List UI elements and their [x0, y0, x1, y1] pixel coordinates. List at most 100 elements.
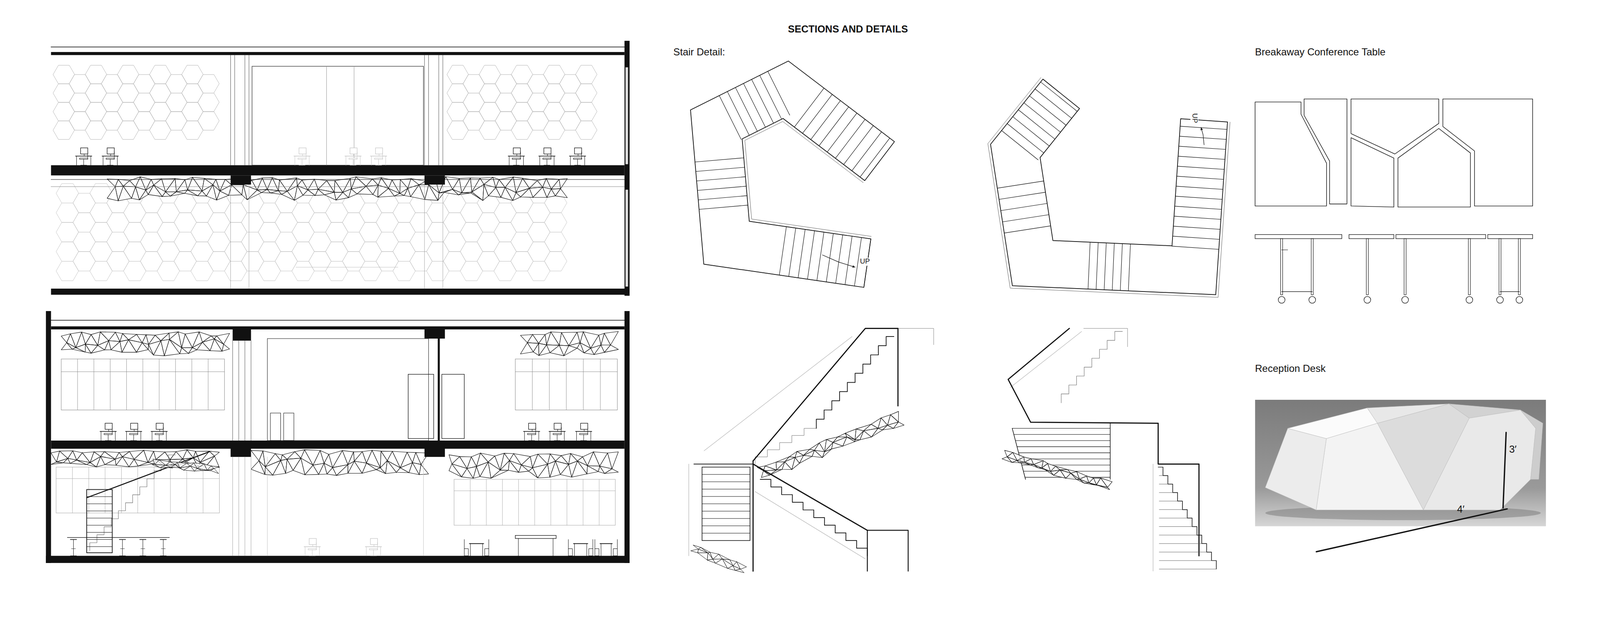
caster-wheel — [1465, 296, 1473, 304]
leg-brace — [1500, 291, 1520, 293]
hex-cell — [527, 111, 549, 131]
hex-cell — [511, 102, 533, 122]
faceted-panel — [250, 450, 429, 476]
window-opening — [625, 190, 628, 288]
hex-cell — [90, 261, 113, 281]
hex-cell — [291, 242, 315, 262]
desk-leg — [371, 156, 372, 166]
desk-top — [523, 431, 540, 432]
hex-cell — [359, 202, 382, 223]
hex-cell — [149, 102, 171, 122]
hex-cell — [181, 65, 203, 85]
chair-back — [305, 152, 307, 160]
hex-cell — [140, 232, 163, 252]
hex-cell — [275, 232, 298, 252]
stair-tread — [702, 474, 750, 475]
hex-cell — [477, 232, 500, 252]
window-mullion — [566, 479, 568, 526]
hex-cell — [493, 202, 517, 223]
window-mullion — [93, 359, 95, 410]
stair-tread — [788, 228, 796, 277]
column-line — [424, 184, 425, 289]
facet — [136, 342, 149, 353]
table-leg — [518, 538, 519, 557]
stool-base — [160, 555, 167, 557]
hex-cell — [544, 212, 568, 233]
facet — [324, 192, 337, 201]
window-mullion — [170, 467, 171, 514]
stair-tread — [1007, 123, 1044, 154]
hex-cell — [69, 93, 91, 113]
hex-cell — [123, 222, 146, 243]
roof-line — [50, 46, 625, 48]
column-line — [250, 457, 252, 557]
workstation — [575, 423, 592, 441]
guide-line — [1010, 331, 1082, 388]
stair-rail — [1008, 328, 1200, 557]
stair-tread — [702, 525, 750, 527]
stair-tread — [1018, 452, 1110, 454]
desk-leg — [345, 156, 347, 166]
hex-cell — [72, 251, 96, 272]
facet — [75, 344, 86, 353]
window-mullion — [549, 359, 550, 410]
column-line — [438, 55, 440, 165]
cafe-table — [464, 540, 489, 557]
table-segment — [1397, 128, 1471, 208]
window-mullion — [110, 359, 111, 410]
hex-cell — [308, 232, 332, 252]
stair-tread — [1177, 166, 1225, 170]
caster-wheel — [1364, 296, 1371, 304]
desk-leg — [590, 431, 591, 441]
stair-tread — [1159, 501, 1178, 502]
monitor-stand — [557, 429, 558, 432]
floor-slab — [50, 440, 625, 450]
stair-tread — [751, 79, 774, 124]
hex-cell — [447, 120, 469, 140]
stair-tread — [1004, 225, 1051, 233]
hex-cell — [559, 93, 581, 113]
hex-cell — [56, 242, 79, 262]
facet — [1098, 485, 1110, 490]
window-mullion — [599, 479, 600, 526]
hex-cell — [510, 232, 534, 252]
table-segment — [1442, 99, 1533, 207]
chair — [484, 540, 489, 557]
stair-profile — [760, 479, 868, 557]
chair-post — [557, 434, 558, 441]
stair-tread — [1015, 440, 1110, 441]
stair-tread — [1159, 484, 1168, 485]
monitor — [370, 538, 378, 545]
stair-post — [752, 461, 754, 572]
monitor-stand — [312, 545, 313, 548]
hex-cell — [544, 251, 568, 272]
hex-cell — [117, 83, 139, 103]
hex-cell — [493, 261, 517, 281]
stair-tread — [843, 125, 874, 165]
monitor — [299, 147, 307, 155]
monitor — [309, 538, 317, 545]
window-mullion — [583, 359, 584, 410]
monitor — [528, 423, 536, 430]
desk-top — [538, 155, 555, 157]
caster-wheel — [1401, 296, 1409, 304]
hex-cell — [443, 251, 466, 272]
caster-wheel — [1278, 296, 1285, 304]
chair-post — [546, 159, 548, 166]
monitor-stand — [378, 154, 380, 157]
column-line — [230, 184, 231, 289]
table-leg — [1280, 238, 1283, 295]
hex-cell — [392, 222, 416, 243]
window-mullion — [502, 479, 503, 526]
desk-leg — [550, 431, 551, 441]
stair-tread — [827, 113, 857, 153]
facet — [336, 465, 348, 476]
stair-tread — [997, 181, 1044, 189]
table-leg — [552, 538, 554, 557]
chair — [595, 540, 600, 557]
chair-back — [114, 152, 115, 160]
workstation — [538, 147, 555, 166]
stair-tread — [1096, 242, 1099, 290]
hex-cell — [342, 212, 365, 233]
exterior-wall — [624, 311, 630, 564]
